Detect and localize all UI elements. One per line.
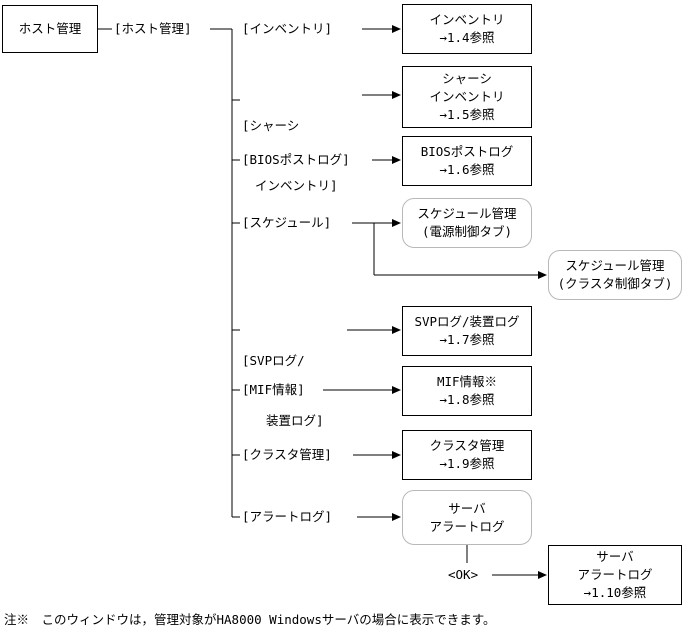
inventory-box-title: インベントリ xyxy=(429,12,505,27)
mif-box-ref: →1.8参照 xyxy=(439,392,495,407)
ok-box-line2: アラートログ xyxy=(577,567,653,582)
branch-cluster-management-label: [クラスタ管理] xyxy=(242,447,332,462)
branch-svp-log-label: [SVPログ/ 装置ログ] xyxy=(242,311,324,451)
schedule-cluster-box-title: スケジュール管理 xyxy=(565,258,665,273)
branch-alert-log-label: [アラートログ] xyxy=(242,509,333,524)
inventory-box-ref: →1.4参照 xyxy=(439,30,495,45)
cluster-box-ref: →1.9参照 xyxy=(439,456,495,471)
svp-box-title: SVPログ/装置ログ xyxy=(414,314,520,329)
svp-log-box: SVPログ/装置ログ →1.7参照 xyxy=(402,306,532,356)
mif-box-title: MIF情報※ xyxy=(436,374,498,389)
svp-label-line2: 装置ログ] xyxy=(266,413,324,428)
branch-inventory-label: [インベントリ] xyxy=(242,21,333,36)
chassis-label-line2: インベントリ] xyxy=(255,178,338,193)
server-alert-log-ref-box: サーバ アラートログ →1.10参照 xyxy=(548,545,682,605)
inventory-box: インベントリ →1.4参照 xyxy=(402,4,532,54)
root-label: ホスト管理 xyxy=(18,21,82,36)
host-management-root-box: ホスト管理 xyxy=(2,5,98,53)
branch-schedule-label: [スケジュール] xyxy=(242,215,332,230)
chassis-box-ref: →1.5参照 xyxy=(439,107,495,122)
server-alert-log-box: サーバ アラートログ xyxy=(402,490,532,545)
svp-box-ref: →1.7参照 xyxy=(439,332,495,347)
mif-info-box: MIF情報※ →1.8参照 xyxy=(402,366,532,416)
footnote: 注※ このウィンドウは，管理対象がHA8000 Windowsサーバの場合に表示… xyxy=(4,612,496,627)
ok-box-line1: サーバ xyxy=(596,549,634,564)
schedule-box-subtitle: (電源制御タブ) xyxy=(421,224,513,239)
ok-button-label: <OK> xyxy=(448,567,479,582)
chassis-box-line1: シャーシ xyxy=(442,71,492,86)
branch-bios-post-log-label: [BIOSポストログ] xyxy=(242,152,350,167)
chassis-label-line1: [シャーシ xyxy=(242,118,300,133)
cluster-management-box: クラスタ管理 →1.9参照 xyxy=(402,430,532,480)
bios-box-ref: →1.6参照 xyxy=(439,162,495,177)
chassis-box-line2: インベントリ xyxy=(429,89,505,104)
alert-box-line1: サーバ xyxy=(448,500,486,516)
schedule-cluster-box-subtitle: (クラスタ制御タブ) xyxy=(557,276,673,291)
ok-box-ref: →1.10参照 xyxy=(583,585,647,600)
cluster-box-title: クラスタ管理 xyxy=(429,438,505,453)
host-management-menu: [ホスト管理] xyxy=(114,21,192,36)
schedule-power-control-box: スケジュール管理 (電源制御タブ) xyxy=(402,198,532,248)
bios-post-log-box: BIOSポストログ →1.6参照 xyxy=(402,136,532,186)
chassis-inventory-box: シャーシ インベントリ →1.5参照 xyxy=(402,66,532,128)
branch-mif-info-label: [MIF情報] xyxy=(242,382,305,397)
schedule-cluster-control-box: スケジュール管理 (クラスタ制御タブ) xyxy=(548,250,682,300)
alert-box-line2: アラートログ xyxy=(429,518,505,534)
schedule-box-title: スケジュール管理 xyxy=(417,206,517,221)
svp-label-line1: [SVPログ/ xyxy=(242,353,305,368)
bios-box-title: BIOSポストログ xyxy=(420,144,514,159)
branch-chassis-inventory-label: [シャーシ インベントリ] xyxy=(242,76,338,216)
